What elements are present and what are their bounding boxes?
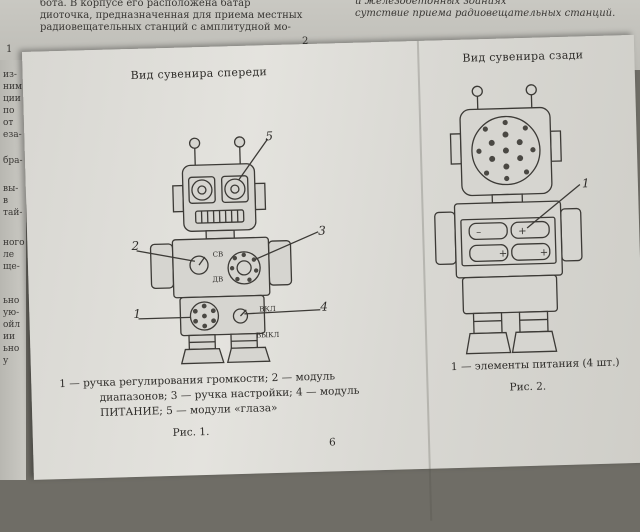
page-number: 6 <box>329 435 336 450</box>
figure1-title: Вид сувенира спереди <box>131 65 268 82</box>
margin-fragment: ним <box>3 82 22 92</box>
margin-fragment: по <box>3 106 14 116</box>
margin-fragment: ции <box>3 94 21 104</box>
top-text-right-2: сутствие приема радиовещательных станций… <box>355 8 615 20</box>
margin-fragment: ьно <box>3 296 19 306</box>
figure1-label-sv: СВ <box>213 250 224 258</box>
margin-fragment: ще- <box>3 262 20 272</box>
margin-fragment: вы- <box>3 184 18 194</box>
svg-text:+: + <box>518 226 527 237</box>
figure1-callout-5: 5 <box>265 129 273 143</box>
margin-fragment: ного <box>3 238 25 248</box>
top-text-right-1: и железобетонных зданиях <box>355 0 506 8</box>
svg-text:+: + <box>540 247 549 258</box>
figure2-title: Вид сувенира сзади <box>462 48 583 64</box>
figure1-label-vykl: ВЫКЛ <box>256 331 280 340</box>
figure1-robot-front <box>118 81 366 368</box>
margin-fragment: ойл <box>3 320 20 330</box>
margin-fragment: ьно <box>3 344 19 354</box>
top-text-left-3: радиовещательных станций с амплитудной м… <box>40 22 291 34</box>
figure2-robot-back: – + + + <box>427 66 595 360</box>
margin-fragment: у <box>3 356 8 366</box>
instruction-sheet: Вид сувенира спереди <box>22 35 640 480</box>
figure1-label: Рис. 1. <box>172 425 209 441</box>
margin-fragment: из- <box>3 70 17 80</box>
svg-text:–: – <box>476 227 481 238</box>
left-margin-page: из- ним ции по от еза- бра- вы- в тай- н… <box>0 60 26 480</box>
figure2-label: Рис. 2. <box>509 379 546 395</box>
figure1-callout-2: 2 <box>131 239 139 253</box>
margin-fragment: ии <box>3 332 15 342</box>
svg-text:+: + <box>499 249 508 260</box>
figure1-callout-3: 3 <box>318 224 326 238</box>
margin-fragment: в <box>3 196 8 206</box>
margin-fragment: тай- <box>3 208 22 218</box>
figure2-callout-1: 1 <box>582 176 590 190</box>
margin-fragment: от <box>3 118 13 128</box>
figure1-callout-4: 4 <box>320 300 328 314</box>
margin-fragment: бра- <box>3 156 23 166</box>
top-page-number-left: 1 <box>6 44 12 56</box>
margin-fragment: ую- <box>3 308 19 318</box>
top-text-left-2: диоточка, предназначенная для приема мес… <box>40 10 302 22</box>
margin-fragment: еза- <box>3 130 22 140</box>
figure1-label-vkl: ВКЛ <box>259 305 276 313</box>
figure1-callout-1: 1 <box>133 307 141 321</box>
margin-fragment: ле <box>3 250 14 260</box>
figure1-label-dv: ДВ <box>212 275 223 283</box>
top-text-left-1: бота. В корпусе его расположена батар <box>40 0 251 10</box>
